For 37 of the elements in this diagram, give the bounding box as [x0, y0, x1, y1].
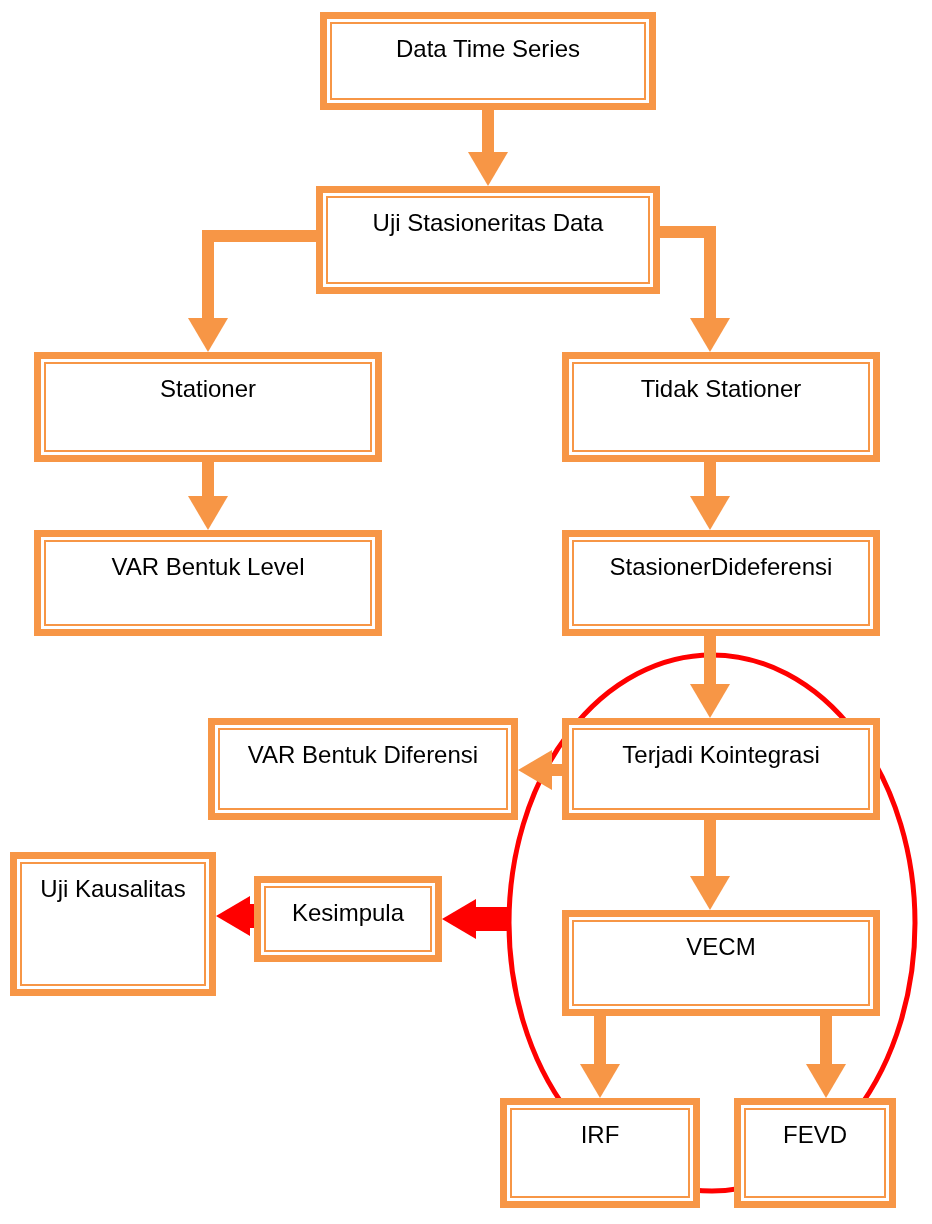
process-box [34, 530, 382, 636]
box-label: Uji Stasioneritas Data [372, 208, 604, 238]
process-box [562, 352, 880, 462]
arrow [216, 896, 254, 936]
process-box [734, 1098, 896, 1208]
box-label: Kesimpula [291, 898, 405, 928]
process-box [500, 1098, 700, 1208]
arrow [690, 820, 730, 910]
arrow [690, 462, 730, 530]
box-label: Stationer [159, 374, 257, 404]
box-label: Terjadi Kointegrasi [622, 740, 820, 770]
process-box [10, 852, 216, 996]
box-label: Tidak Stationer [640, 374, 802, 404]
process-box [562, 910, 880, 1016]
process-box [320, 12, 656, 110]
process-box [316, 186, 660, 294]
box-label: FEVD [783, 1120, 847, 1150]
arrow [188, 230, 316, 352]
process-box [562, 530, 880, 636]
box-label: IRF [580, 1120, 620, 1150]
arrow [660, 226, 730, 352]
box-label: VECM [686, 932, 756, 962]
arrow [580, 1016, 620, 1098]
process-box [254, 876, 442, 962]
arrow [188, 462, 228, 530]
box-label: VAR Bentuk Level [111, 552, 305, 582]
box-label: Data Time Series [395, 34, 581, 64]
process-box [208, 718, 518, 820]
arrow [442, 899, 508, 939]
arrow [806, 1016, 846, 1098]
box-label: Uji Kausalitas [40, 874, 186, 904]
process-box [34, 352, 382, 462]
box-label: StasionerDideferensi [609, 552, 833, 582]
arrow [518, 750, 562, 790]
arrow [468, 110, 508, 186]
process-box [562, 718, 880, 820]
box-label: VAR Bentuk Diferensi [247, 740, 479, 770]
